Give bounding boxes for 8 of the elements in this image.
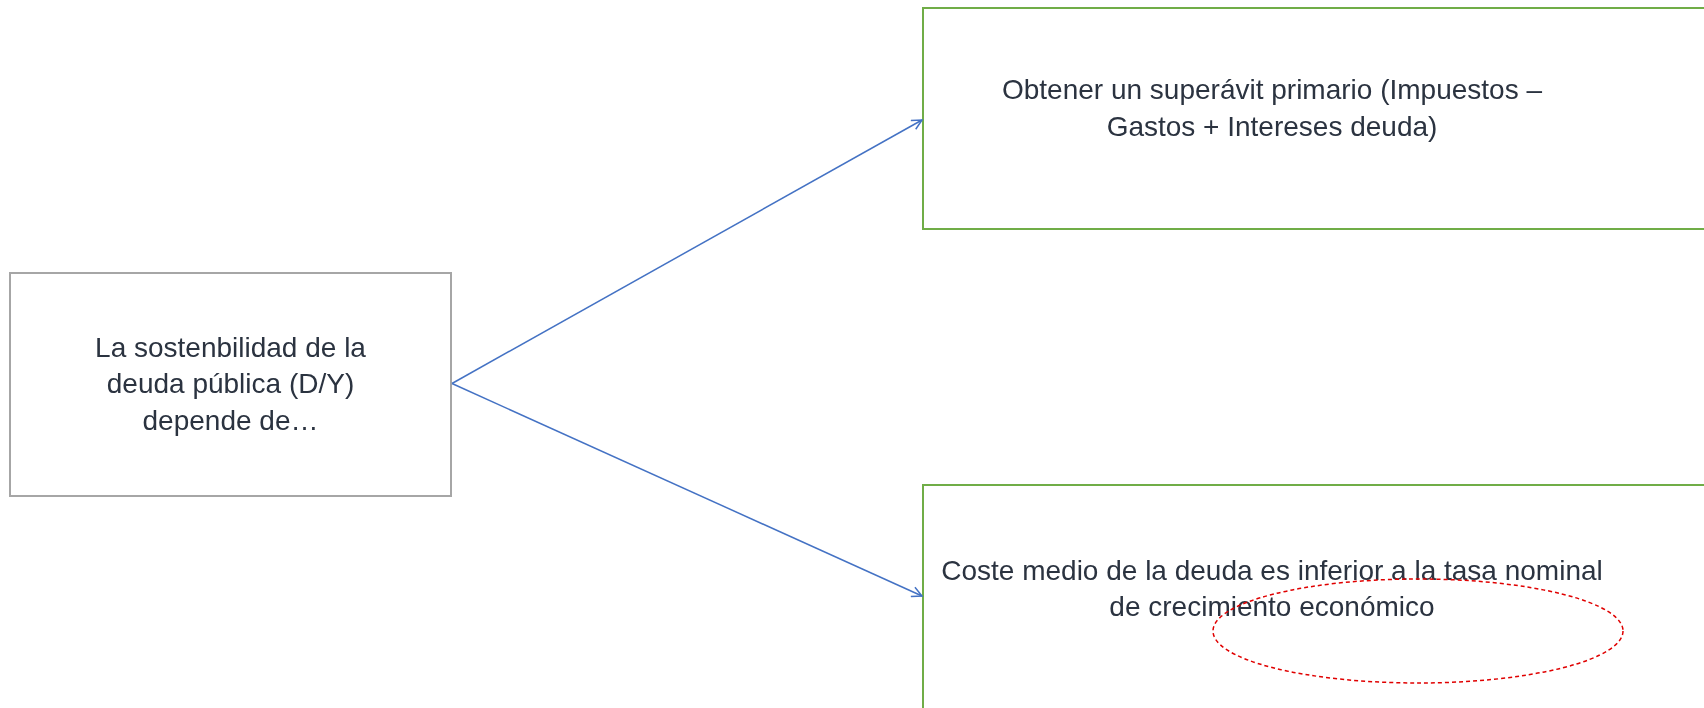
process-box	[922, 484, 1704, 708]
process-box	[9, 272, 452, 497]
arrow	[451, 382, 923, 598]
arrow	[451, 119, 923, 385]
box-text: La sostenbilidad de la deuda pública (D/Y) depende de…	[94, 330, 367, 438]
box-text: Coste medio de la deuda es inferior a la tasa nominal de crecimiento económico	[940, 553, 1604, 624]
process-box	[922, 7, 1704, 230]
box-text: Obtener un superávit primario (Impuestos – Gastos + Intereses deuda)	[1001, 73, 1543, 144]
